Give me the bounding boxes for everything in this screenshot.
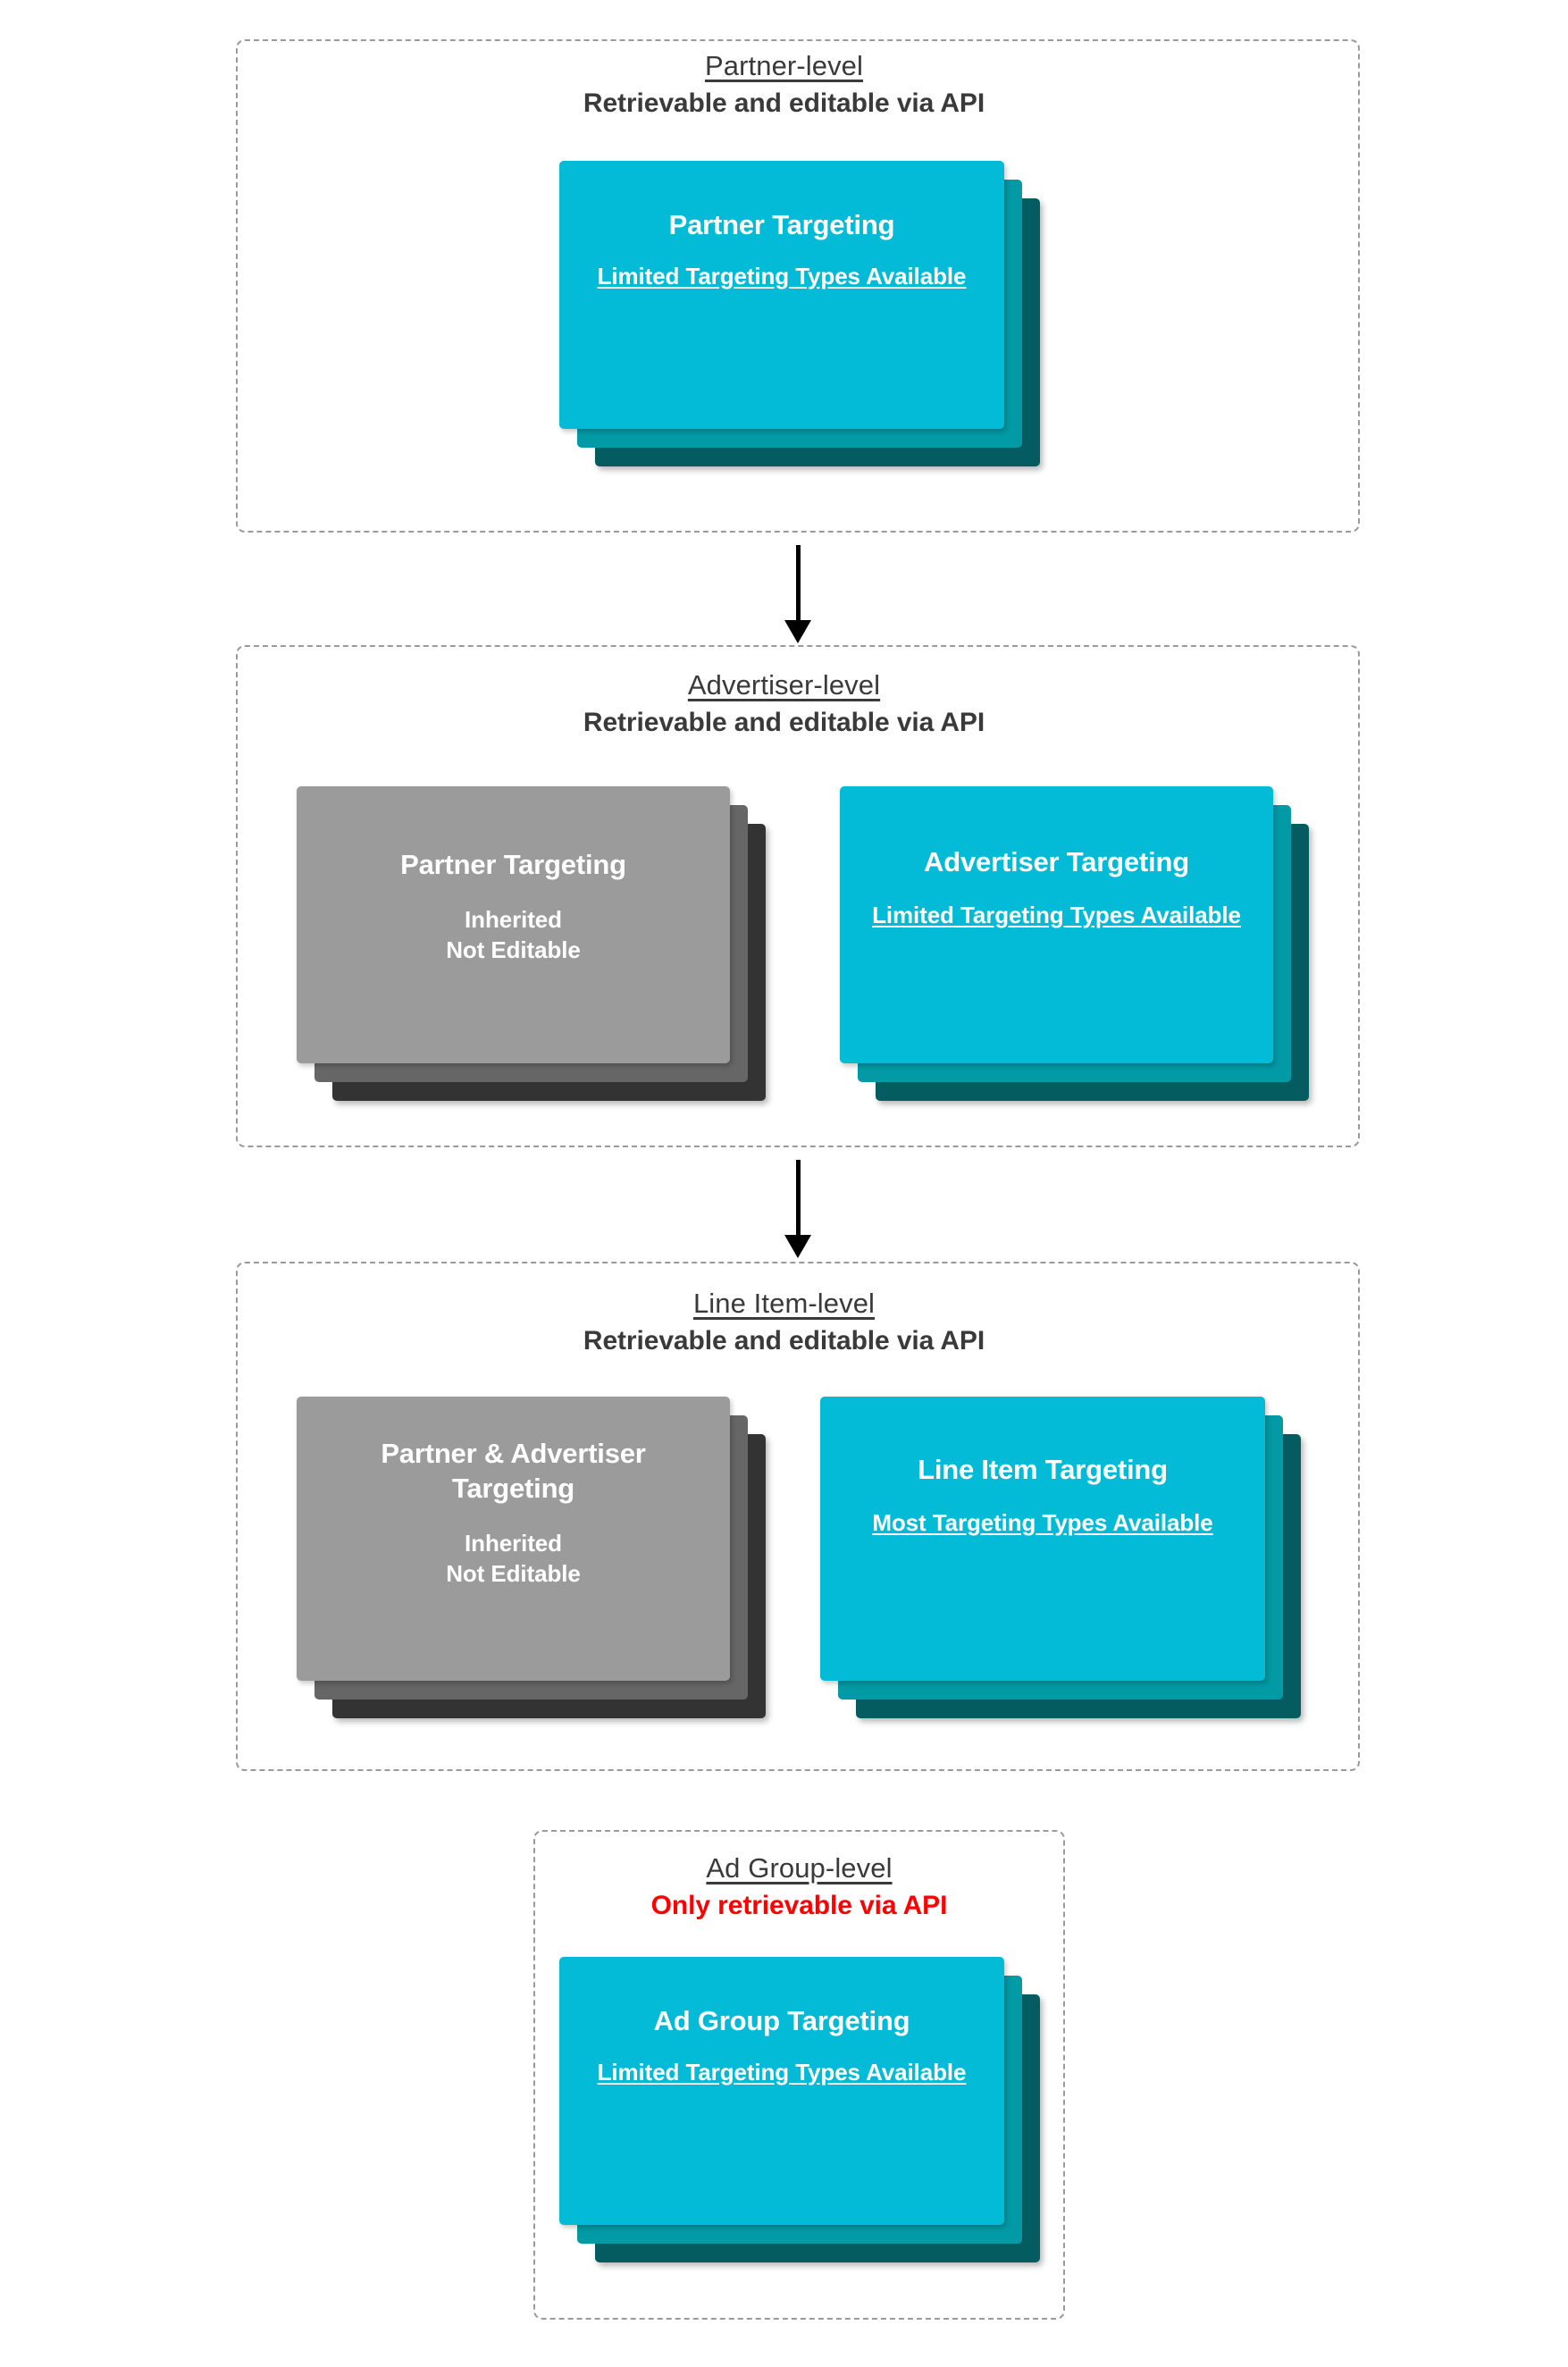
card-note: Limited Targeting Types Available	[597, 2059, 967, 2086]
card-note: Most Targeting Types Available	[872, 1509, 1213, 1537]
card-partner-targeting-inherited[interactable]: Partner Targeting Inherited Not Editable	[297, 786, 730, 1063]
card-note: Inherited Not Editable	[446, 1530, 581, 1587]
card-title: Line Item Targeting	[918, 1454, 1168, 1485]
card-title: Partner Targeting	[668, 209, 895, 240]
connector-arrow-partner-to-advertiser	[784, 545, 811, 643]
card-note: Limited Targeting Types Available	[872, 902, 1241, 929]
arrow-stem	[796, 1160, 801, 1237]
arrow-head	[784, 620, 811, 643]
level-box-ad-group	[533, 1830, 1065, 2320]
card-title: Partner Targeting	[400, 849, 626, 880]
card-partner-advertiser-targeting-inherited[interactable]: Partner & Advertiser Targeting Inherited…	[297, 1397, 730, 1681]
level-box-advertiser	[236, 645, 1360, 1147]
card-ad-group-targeting[interactable]: Ad Group Targeting Limited Targeting Typ…	[559, 1957, 1004, 2225]
connector-arrow-advertiser-to-lineitem	[784, 1160, 811, 1258]
level-box-partner	[236, 39, 1360, 533]
card-line-item-targeting[interactable]: Line Item Targeting Most Targeting Types…	[820, 1397, 1265, 1681]
card-note: Inherited Not Editable	[446, 906, 581, 963]
card-stack-lineitem-targeting: Line Item Targeting Most Targeting Types…	[820, 1397, 1303, 1736]
card-title: Advertiser Targeting	[924, 846, 1189, 877]
card-note: Limited Targeting Types Available	[597, 263, 967, 290]
card-stack-lineitem-inherited: Partner & Advertiser Targeting Inherited…	[297, 1397, 770, 1736]
level-box-line-item	[236, 1262, 1360, 1771]
card-stack-advertiser-inherited: Partner Targeting Inherited Not Editable	[297, 786, 770, 1117]
card-stack-partner-targeting: Partner Targeting Limited Targeting Type…	[559, 161, 1042, 491]
arrow-stem	[796, 545, 801, 622]
card-title: Ad Group Targeting	[653, 2005, 910, 2036]
card-title: Partner & Advertiser Targeting	[381, 1438, 646, 1505]
card-partner-targeting[interactable]: Partner Targeting Limited Targeting Type…	[559, 161, 1004, 429]
card-advertiser-targeting[interactable]: Advertiser Targeting Limited Targeting T…	[840, 786, 1273, 1063]
card-stack-advertiser-targeting: Advertiser Targeting Limited Targeting T…	[840, 786, 1313, 1117]
arrow-head	[784, 1235, 811, 1258]
card-stack-ad-group-targeting: Ad Group Targeting Limited Targeting Typ…	[559, 1957, 1042, 2287]
